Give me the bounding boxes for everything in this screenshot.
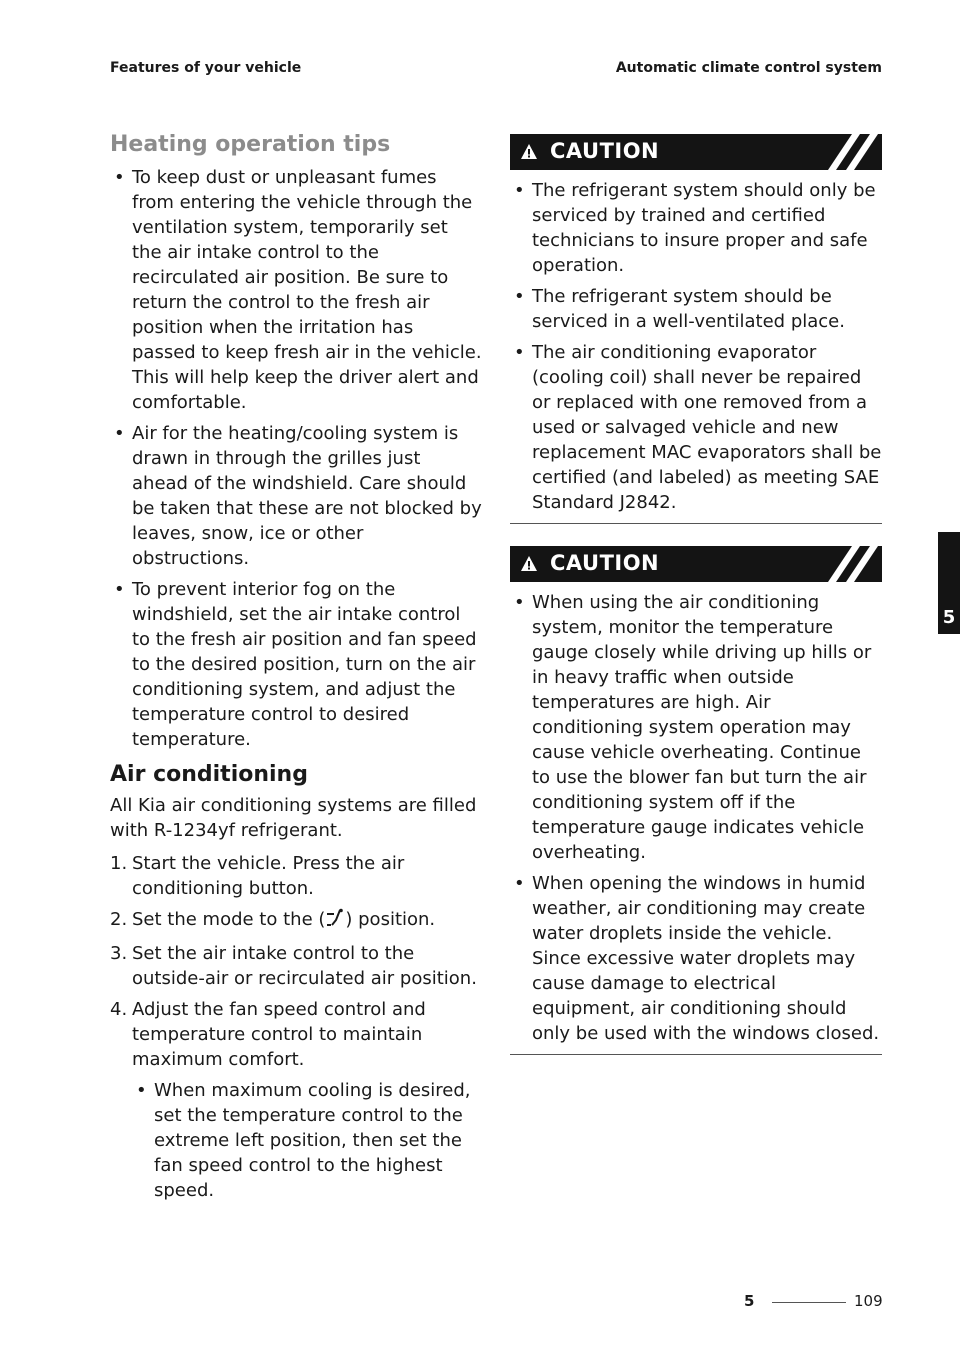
heating-tips-heading: Heating operation tips — [110, 132, 391, 157]
running-header-topic: Automatic climate control system — [615, 60, 882, 76]
list-item: •Air for the heating/cooling system is d… — [114, 423, 482, 569]
stripe-decoration-icon — [822, 134, 882, 174]
stripe-decoration-icon — [822, 546, 882, 586]
floor-vent-mode-icon — [325, 908, 345, 935]
bullet-icon: • — [114, 579, 125, 600]
footer-divider — [772, 1302, 846, 1303]
caution-list: •The refrigerant system should only be s… — [510, 178, 882, 515]
step-item: 4.Adjust the fan speed control and tempe… — [110, 997, 482, 1203]
footer-page-number: 109 — [854, 1292, 883, 1310]
warning-triangle-icon — [520, 143, 538, 164]
warning-triangle-icon — [520, 555, 538, 576]
max-cooling-sublist: •When maximum cooling is desired, set th… — [132, 1078, 482, 1203]
caution-title: CAUTION — [550, 551, 660, 575]
list-item: •To keep dust or unpleasant fumes from e… — [114, 167, 482, 413]
caution-banner: CAUTION — [510, 546, 882, 582]
list-item: •The refrigerant system should only be s… — [514, 180, 876, 276]
heating-tips-list: •To keep dust or unpleasant fumes from e… — [110, 165, 482, 752]
list-item: •When using the air conditioning system,… — [514, 592, 872, 863]
left-column: Heating operation tips •To keep dust or … — [110, 132, 482, 1209]
air-conditioning-heading: Air conditioning — [110, 762, 308, 787]
list-item: •When opening the windows in humid weath… — [514, 873, 880, 1044]
caution-box-refrigerant: CAUTION •The refrigerant system should o… — [510, 134, 882, 524]
list-item: •The refrigerant system should be servic… — [514, 286, 845, 332]
bullet-icon: • — [136, 1080, 147, 1101]
divider — [510, 1054, 882, 1055]
step-item: 2.Set the mode to the () position. — [110, 907, 482, 935]
list-item: •When maximum cooling is desired, set th… — [136, 1080, 471, 1201]
bullet-icon: • — [114, 423, 125, 444]
right-column: CAUTION •The refrigerant system should o… — [510, 134, 882, 1077]
air-conditioning-steps: 1.Start the vehicle. Press the air condi… — [110, 851, 482, 1203]
bullet-icon: • — [514, 873, 525, 894]
bullet-icon: • — [514, 180, 525, 201]
chapter-side-tab: 5 — [938, 532, 960, 634]
bullet-icon: • — [114, 167, 125, 188]
air-conditioning-intro: All Kia air conditioning systems are fil… — [110, 795, 477, 841]
step-item: 3.Set the air intake control to the outs… — [110, 943, 477, 989]
step-item: 1.Start the vehicle. Press the air condi… — [110, 853, 405, 899]
caution-box-overheating: CAUTION •When using the air conditioning… — [510, 546, 882, 1055]
list-item: •The air conditioning evaporator (coolin… — [514, 342, 882, 513]
caution-title: CAUTION — [550, 139, 660, 163]
bullet-icon: • — [514, 342, 525, 363]
bullet-icon: • — [514, 592, 525, 613]
bullet-icon: • — [514, 286, 525, 307]
footer-chapter-number: 5 — [744, 1292, 755, 1310]
list-item: •To prevent interior fog on the windshie… — [114, 579, 477, 750]
caution-list: •When using the air conditioning system,… — [510, 590, 882, 1046]
running-header-section: Features of your vehicle — [110, 60, 302, 76]
divider — [510, 523, 882, 524]
caution-banner: CAUTION — [510, 134, 882, 170]
